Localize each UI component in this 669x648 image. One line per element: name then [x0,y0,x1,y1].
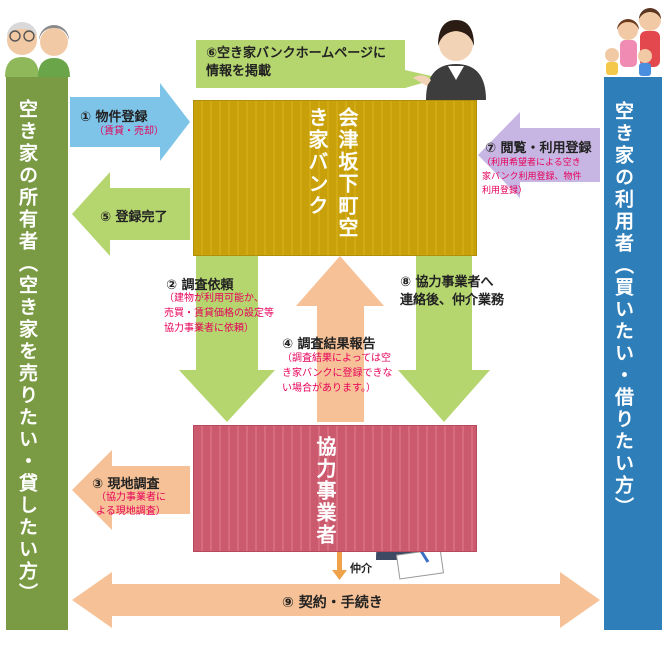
business-box: 協力事業者 [193,425,477,552]
owner-column: 空き家の所有者（空き家を売りたい・貸したい方） [6,77,68,630]
arrow-1-register [70,83,190,161]
family-illustration [605,8,661,76]
arrow-8-mediation [398,256,490,422]
step6-label: ⑥空き家バンクホームページに 情報を掲載 [206,46,387,79]
staff-woman-illustration [413,20,486,100]
step6-callout [196,40,440,88]
user-label: 空き家の利用者（買いたい・借りたい方） [612,101,634,519]
akiya-bank-box: 会津坂下町空き家バンク [193,100,477,256]
step1-label: ① 物件登録 [80,110,148,125]
step5-label: ⑤ 登録完了 [100,210,168,225]
arrow-mediation-small [332,552,347,580]
step2-label: ② 調査依頼 [166,278,234,293]
step9-label: ⑨ 契約・手続き [282,595,383,611]
step7-label: ⑦ 閲覧・利用登録 [485,141,592,156]
arrow-4-report [296,256,384,422]
arrow-5-complete [72,172,190,256]
arrow-9-contract [72,572,600,628]
step2-note: （建物が利用可能か、 売買・賃貸価格の設定等 協力事業者に依頼） [164,293,274,334]
mediation-label: 仲介 [350,562,372,575]
step4-note: （調査結果によっては空 き家バンクに登録できな い場合があります。） [282,353,393,394]
step4-label: ④ 調査結果報告 [282,337,376,352]
bank-label: 会津坂下町空き家バンク [305,107,359,239]
business-label: 協力事業者 [313,436,337,546]
step3-label: ③ 現地調査 [92,477,160,492]
step3-note: （協力事業者に よる現地調査） [96,492,166,517]
arrow-7-browse [478,112,600,198]
arrow-2-request [179,256,275,422]
owner-couple-illustration [5,22,70,77]
user-column: 空き家の利用者（買いたい・借りたい方） [604,77,662,630]
step8-label: ⑧ 協力事業者へ 連絡後、仲介業務 [400,275,505,308]
arrow-3-survey [72,450,190,530]
step7-note: （利用希望者による空き 家バンク利用登録、物件 利用登録） [482,158,582,196]
owner-label: 空き家の所有者（空き家を売りたい・貸したい方） [16,99,38,605]
step1-note: （賃貸・売却） [94,126,164,137]
